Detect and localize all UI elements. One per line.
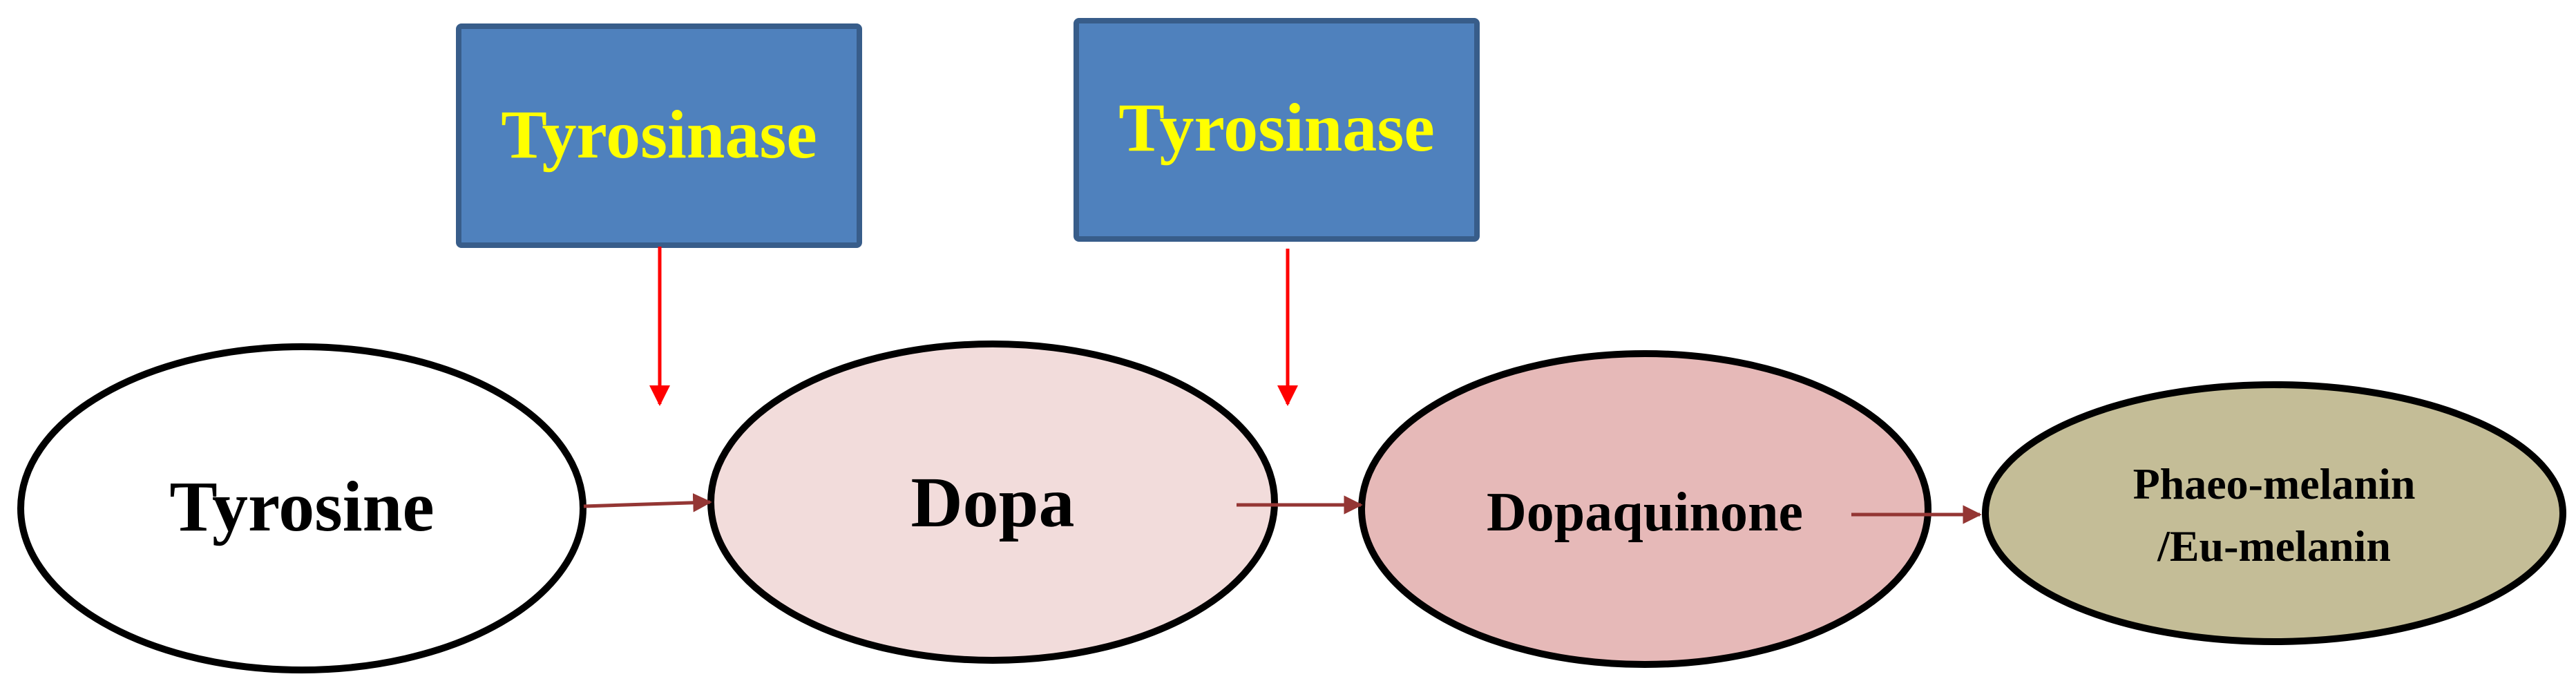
node-melanin: Phaeo-melanin /Eu-melanin <box>1982 381 2566 645</box>
node-tyrosine: Tyrosine <box>17 343 586 673</box>
node-dopa-label: Dopa <box>911 463 1075 542</box>
node-melanin-label-line2: /Eu-melanin <box>2157 521 2391 571</box>
node-melanin-label-line1: Phaeo-melanin <box>2133 459 2416 508</box>
enzyme-box-2-rect <box>1074 18 1480 242</box>
node-dopaquinone-label: Dopaquinone <box>1487 482 1803 543</box>
node-dopa: Dopa <box>707 341 1278 664</box>
enzyme-box-1: Tyrosinase <box>456 23 862 248</box>
flow-arrow-tyrosine-to-dopa <box>583 493 712 512</box>
node-melanin-ellipse <box>1982 381 2566 645</box>
node-tyrosine-ellipse <box>17 343 586 673</box>
enzyme-box-1-label: Tyrosinase <box>501 96 817 173</box>
node-tyrosine-label: Tyrosine <box>169 467 434 546</box>
node-dopaquinone: Dopaquinone <box>1358 350 1931 668</box>
enzyme-box-2: Tyrosinase <box>1074 18 1480 242</box>
enzyme-box-1-rect <box>456 23 862 248</box>
enzyme-box-2-label: Tyrosinase <box>1118 89 1434 166</box>
